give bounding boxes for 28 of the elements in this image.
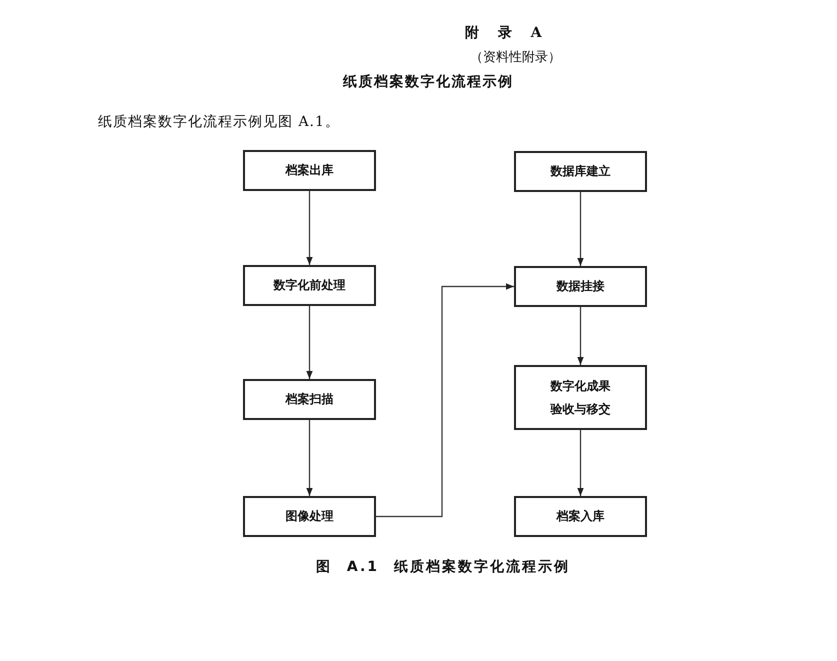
box-label: 数字化成果验收与移交: [549, 378, 612, 418]
box-label: 数据挂接: [556, 278, 604, 296]
appendix-title: 附 录 A: [465, 24, 542, 42]
arrow: [577, 430, 584, 496]
arrow: [577, 192, 584, 266]
process-box: [243, 150, 376, 191]
process-box: [514, 266, 647, 307]
box-label: 档案入库: [556, 508, 604, 526]
figure-caption: 图 A.1 纸质档案数字化流程示例: [316, 558, 570, 576]
arrow: [577, 307, 584, 365]
box-label: 数字化前处理: [274, 277, 346, 294]
box-label: 数据库建立: [550, 163, 610, 180]
box-label: 档案出库: [286, 162, 334, 180]
process-box: [243, 379, 376, 420]
section-heading: 纸质档案数字化流程示例: [343, 73, 514, 91]
body-text: 纸质档案数字化流程示例见图 A.1。: [98, 113, 340, 131]
process-box: [243, 496, 376, 537]
process-box: [243, 265, 376, 306]
arrow: [376, 283, 514, 518]
box-label: 图像处理: [286, 508, 334, 526]
arrow: [306, 306, 313, 379]
arrow: [306, 191, 313, 265]
process-box: [514, 365, 647, 430]
box-label: 档案扫描: [286, 391, 334, 408]
arrow: [306, 420, 313, 496]
process-box: [514, 151, 647, 192]
appendix-type-note: （资料性附录）: [470, 49, 561, 66]
process-box: [514, 496, 647, 537]
